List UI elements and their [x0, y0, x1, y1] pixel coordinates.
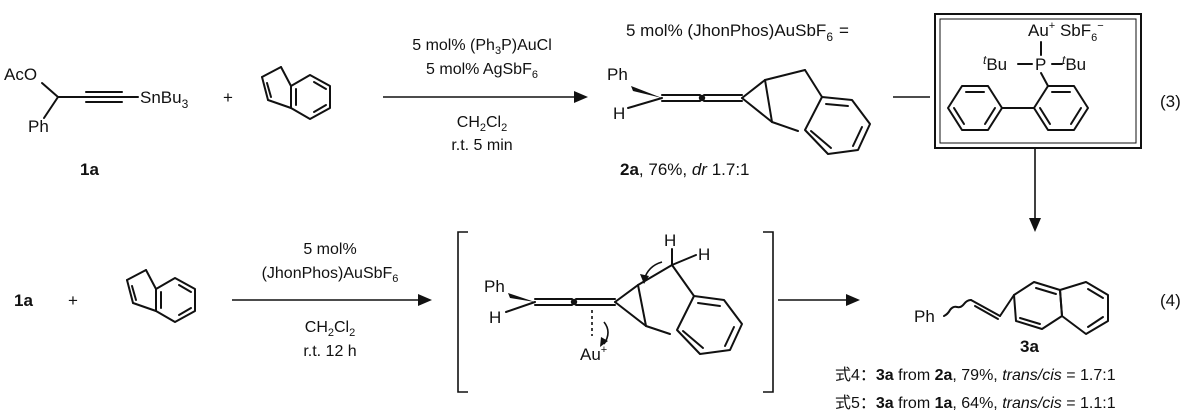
phenyl-label: Ph	[28, 117, 49, 136]
equation-3: AcO Ph SnBu3 1a + 5 mol% (Ph3P)AuCl 5 mo…	[4, 13, 1181, 179]
gold-label: Au+	[580, 344, 607, 364]
tbu-left: tBu	[983, 53, 1007, 74]
h-top-1: H	[664, 231, 676, 250]
indene-structure-4	[126, 269, 196, 323]
bracket-left	[457, 231, 468, 393]
condition-catalyst-4b: (JhonPhos)AuSbF6	[262, 265, 399, 285]
bracket-right	[763, 231, 774, 393]
condition-catalyst-4a: 5 mol%	[303, 241, 356, 258]
svg-text:Ph: Ph	[914, 307, 935, 326]
stannyl-label: SnBu3	[140, 88, 189, 111]
equation-number-4: (4)	[1160, 291, 1181, 310]
svg-text:Ph: Ph	[607, 65, 628, 84]
condition-solvent: CH2Cl2	[457, 114, 507, 134]
reactant-label-1a: 1a	[14, 291, 33, 310]
acetoxy-label: AcO	[4, 65, 37, 84]
gold-intermediate-structure: Ph H H H	[484, 231, 743, 364]
product-2a-caption: 2a, 76%, dr 1.7:1	[620, 160, 750, 179]
compound-label-1a: 1a	[80, 160, 99, 179]
svg-text:H: H	[489, 308, 501, 327]
tbu-right: tBu	[1062, 53, 1086, 74]
product-3a-structure: Ph	[914, 281, 1109, 335]
equation-number-3: (3)	[1160, 92, 1181, 111]
plus-sign-4: +	[68, 291, 78, 310]
h-top-2: H	[698, 245, 710, 264]
reactant-1a-structure: AcO Ph SnBu3	[4, 65, 189, 136]
condition-solvent-4: CH2Cl2	[305, 319, 355, 339]
plus-sign: +	[223, 88, 233, 107]
svg-text:Ph: Ph	[484, 277, 505, 296]
condition-time: r.t. 5 min	[451, 137, 512, 154]
note-formula-4: 式4：3a from 2a, 79%, trans/cis = 1.7:1	[835, 366, 1116, 384]
product-2a-structure: Ph H	[607, 65, 871, 155]
equation-4: 1a + 5 mol% (JhonPhos)AuSbF6 CH2Cl2 r.t.…	[14, 231, 1181, 412]
product-3a-label: 3a	[1020, 337, 1039, 356]
condition-additive: 5 mol% AgSbF6	[426, 61, 538, 81]
gold-cation-label: Au+ SbF6−	[1028, 20, 1104, 44]
svg-text:H: H	[613, 104, 625, 123]
indene-structure	[261, 66, 331, 120]
condition-catalyst: 5 mol% (Ph3P)AuCl	[412, 37, 552, 57]
note-formula-5: 式5：3a from 1a, 64%, trans/cis = 1.1:1	[835, 394, 1116, 412]
svg-text:P: P	[1035, 55, 1046, 74]
catalyst-label: 5 mol% (JhonPhos)AuSbF6=	[626, 21, 849, 44]
condition-time-4: r.t. 12 h	[303, 343, 356, 360]
jhonphos-catalyst-box: Au+ SbF6− P tBu tBu	[934, 13, 1142, 149]
